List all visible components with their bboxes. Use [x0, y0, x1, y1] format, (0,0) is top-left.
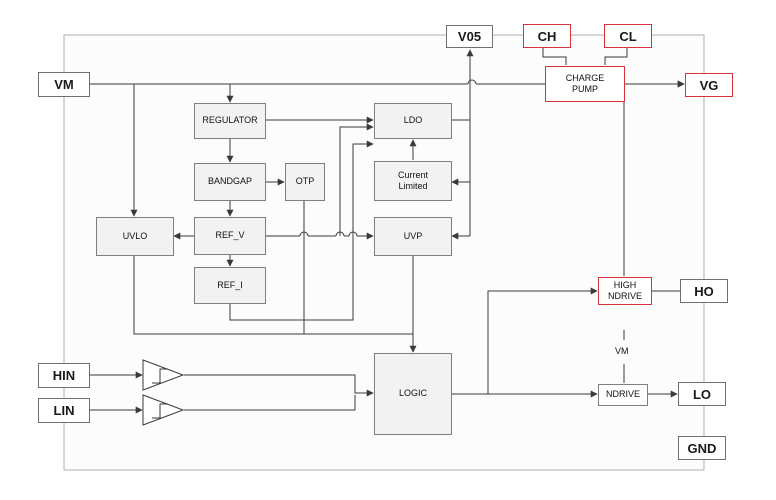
- pin-hin: HIN: [38, 363, 90, 388]
- logic-block: LOGIC: [374, 353, 452, 435]
- pin-lo: LO: [678, 382, 726, 406]
- uvlo-block: UVLO: [96, 217, 174, 256]
- current-limited-block: Current Limited: [374, 161, 452, 201]
- pin-vm: VM: [38, 72, 90, 97]
- pin-ho: HO: [680, 279, 728, 303]
- ref-v-block: REF_V: [194, 217, 266, 255]
- pin-ch: CH: [523, 24, 571, 48]
- uvp-block: UVP: [374, 217, 452, 256]
- pin-lin: LIN: [38, 398, 90, 423]
- vm-bus-hop: [467, 79, 477, 85]
- charge-pump-block: CHARGE PUMP: [545, 66, 625, 102]
- pin-v05: V05: [446, 25, 493, 48]
- bandgap-block: BANDGAP: [194, 163, 266, 201]
- ndrive-block: NDRIVE: [598, 384, 648, 406]
- vm-supply-label: VM: [615, 346, 629, 356]
- ldo-block: LDO: [374, 103, 452, 139]
- pin-vg: VG: [685, 73, 733, 97]
- pin-gnd: GND: [678, 436, 726, 460]
- schmitt-trigger-buffer-icon: [142, 359, 185, 391]
- otp-block: OTP: [285, 163, 325, 201]
- ref-i-block: REF_I: [194, 267, 266, 304]
- pin-cl: CL: [604, 24, 652, 48]
- regulator-block: REGULATOR: [194, 103, 266, 139]
- high-ndrive-block: HIGH NDRIVE: [598, 277, 652, 305]
- schmitt-trigger-buffer-icon: [142, 394, 185, 426]
